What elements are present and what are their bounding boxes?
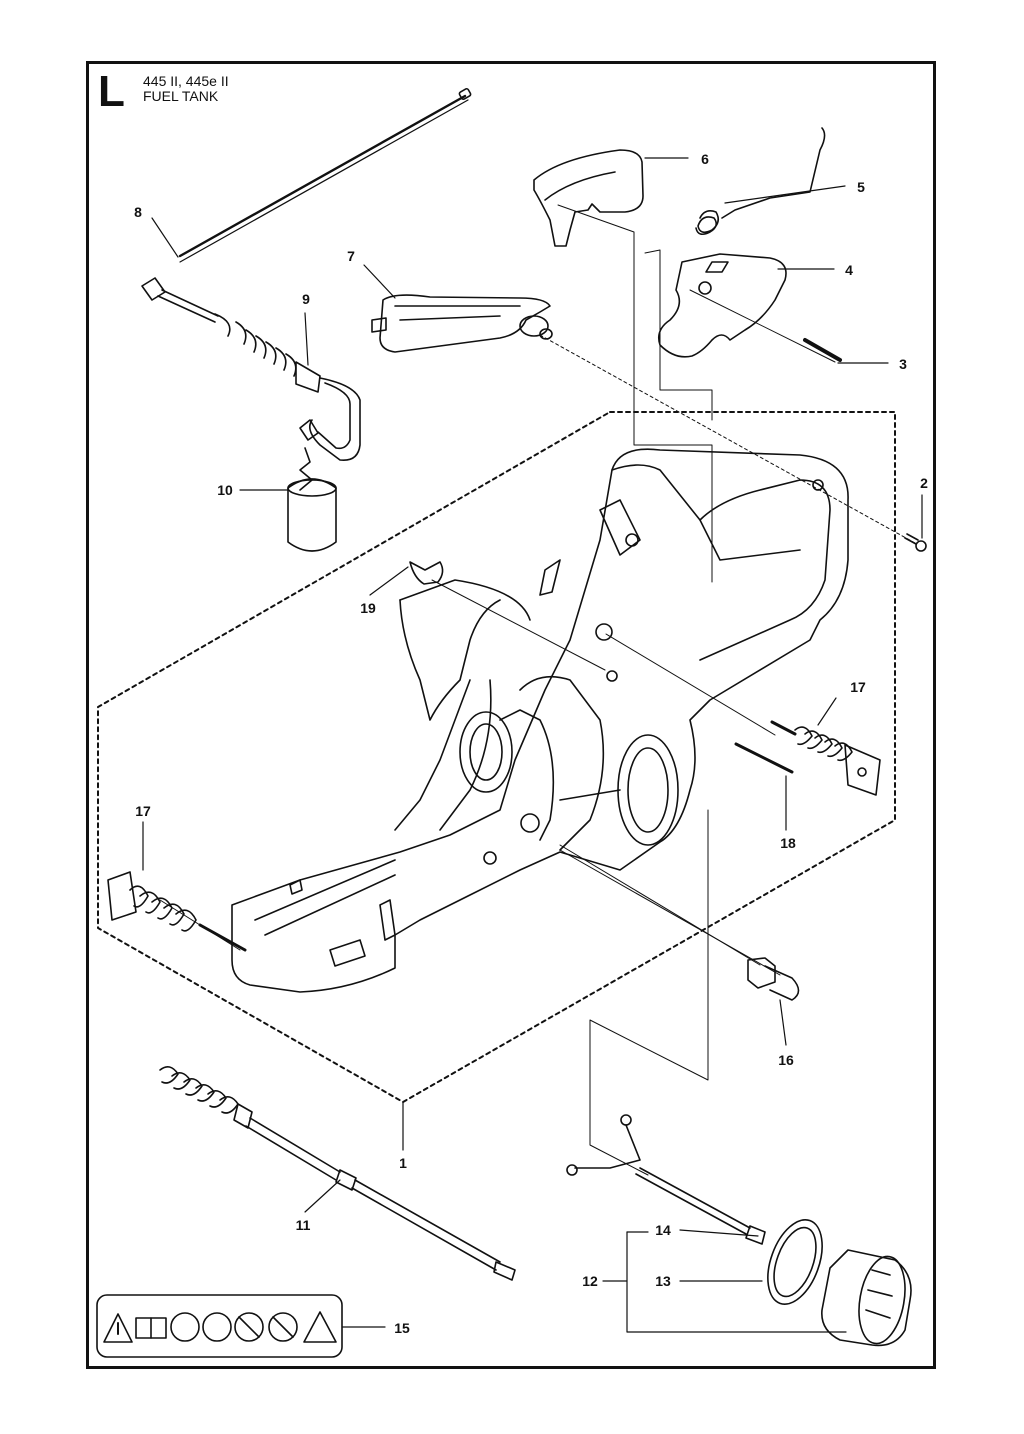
part-13-seal-ring: [767, 1219, 823, 1305]
callout-18: 18: [780, 835, 796, 851]
part-6-cover: [533, 149, 644, 247]
callout-8: 8: [134, 204, 142, 220]
part-10-fuel-filter: [287, 447, 337, 552]
part-18-pin: [734, 742, 794, 774]
part-11-rod-spring: [159, 1066, 516, 1281]
leader-lines: [142, 157, 923, 1333]
assembly-boundary: [97, 411, 896, 1103]
callout-17-left: 17: [135, 803, 151, 819]
callout-19: 19: [360, 600, 376, 616]
callout-16: 16: [778, 1052, 794, 1068]
model-label: 445 II, 445e II: [143, 73, 229, 89]
callout-5: 5: [857, 179, 865, 195]
part-12-fuel-cap: [821, 1249, 912, 1347]
section-title: FUEL TANK: [143, 88, 219, 104]
part-15-warning-decal: [96, 1294, 343, 1358]
callout-2: 2: [920, 475, 928, 491]
callout-9: 9: [302, 291, 310, 307]
callout-13: 13: [655, 1273, 671, 1289]
callout-11: 11: [295, 1217, 311, 1233]
diagram-frame: [86, 61, 936, 1369]
part-1-fuel-tank-body: [231, 448, 849, 993]
part-7-handle-piece: [371, 294, 553, 353]
part-2-screw: [904, 533, 927, 552]
callout-1: 1: [399, 1155, 407, 1171]
part-9-rod-spring: [141, 277, 361, 462]
part-3-pin: [803, 338, 842, 362]
section-letter: L: [98, 67, 125, 116]
callout-17-right: 17: [850, 679, 866, 695]
part-17-av-spring-right: [770, 720, 881, 796]
callout-7: 7: [347, 248, 355, 264]
callout-6: 6: [701, 151, 709, 167]
callout-4: 4: [845, 262, 853, 278]
alignment-lines: [159, 204, 916, 1176]
part-5-spring: [695, 127, 826, 236]
callout-12: 12: [582, 1273, 598, 1289]
callout-10: 10: [217, 482, 233, 498]
callout-15: 15: [394, 1320, 410, 1336]
part-8-rod: [178, 87, 472, 263]
callout-3: 3: [899, 356, 907, 372]
part-14-suction-head: [566, 1114, 766, 1245]
part-16-fitting: [747, 957, 800, 1001]
part-19-nut: [409, 561, 444, 585]
callout-14: 14: [655, 1222, 671, 1238]
part-17-av-spring-left: [107, 871, 247, 952]
part-4-trigger: [657, 253, 787, 358]
